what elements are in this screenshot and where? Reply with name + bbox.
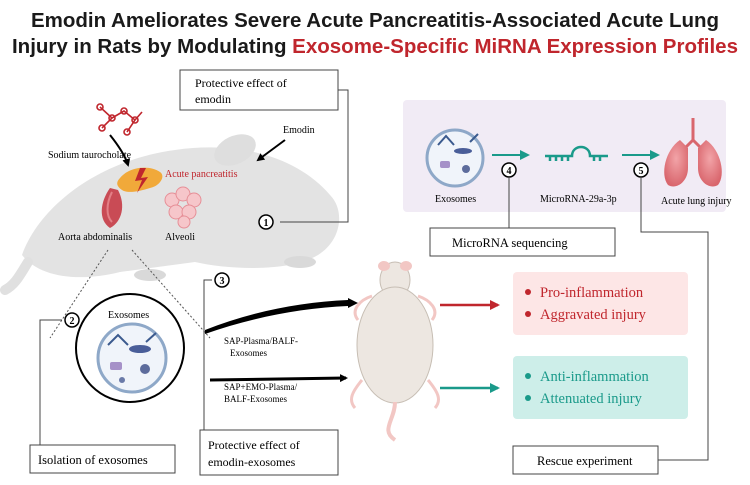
title-line-2: Injury in Rats by Modulating Exosome-Spe… <box>12 35 738 58</box>
exosome-vesicle-icon <box>425 128 485 188</box>
svg-text:1: 1 <box>264 218 269 229</box>
alveoli-icon <box>164 186 202 229</box>
title-line-1: Emodin Ameliorates Severe Acute Pancreat… <box>31 9 719 32</box>
emodin-label: Emodin <box>283 125 315 136</box>
good-outcome-1: Anti-inflammation <box>540 369 649 385</box>
bad-outcome-2: Aggravated injury <box>540 307 647 323</box>
step-5-badge: 5 <box>633 162 649 178</box>
connector-step1 <box>280 89 349 223</box>
taurocholate-arrow <box>109 134 131 167</box>
step-3-badge: 3 <box>214 272 230 288</box>
rat-topdown-illustration <box>350 261 440 442</box>
sap-label-line1: SAP-Plasma/BALF- <box>224 336 298 346</box>
svg-text:2: 2 <box>70 316 75 327</box>
microrna-sequencing-label: MicroRNA sequencing <box>452 236 568 250</box>
rescue-experiment-box <box>512 445 659 475</box>
protective-effect-box <box>179 69 339 111</box>
sap-label-line2: Exosomes <box>230 348 267 358</box>
exosomes-zoom-circle <box>75 293 185 403</box>
sap-arrow <box>205 298 358 334</box>
exosomes-circle-label: Exosomes <box>108 310 149 321</box>
step-1-badge: 1 <box>258 214 274 230</box>
emodin-exo-line2: emodin-exosomes <box>208 455 296 469</box>
microrna-hairpin-icon <box>545 145 608 161</box>
step-4-badge: 4 <box>501 162 517 178</box>
svg-text:3: 3 <box>220 276 225 287</box>
microrna-sequencing-box <box>429 227 616 257</box>
zoom-lines <box>49 249 211 339</box>
emo-label-line2: BALF-Exosomes <box>224 394 287 404</box>
title-line-2-black: Injury in Rats by Modulating <box>12 35 292 58</box>
rescue-experiment-label: Rescue experiment <box>537 454 633 468</box>
isolation-box <box>29 444 176 474</box>
microrna-label: MicroRNA-29a-3p <box>540 194 617 205</box>
title-line-2-red: Exosome-Specific MiRNA Expression Profil… <box>292 35 738 58</box>
isolation-label: Isolation of exosomes <box>38 453 148 467</box>
acute-lung-injury-label: Acute lung injury <box>661 196 732 207</box>
svg-text:4: 4 <box>507 166 512 177</box>
emo-label-line1: SAP+EMO-Plasma/ <box>224 382 298 392</box>
connector-step5 <box>640 178 709 461</box>
sodium-taurocholate-molecule-icon <box>96 103 143 136</box>
emodin-exosomes-box <box>199 429 339 476</box>
emodin-arrow <box>256 139 286 162</box>
good-outcome-2: Attenuated injury <box>540 391 643 407</box>
bad-outcome-1: Pro-inflammation <box>540 285 644 301</box>
lungs-icon <box>664 118 722 187</box>
connector-step3 <box>203 279 212 430</box>
aorta-icon <box>101 188 123 228</box>
sodium-taurocholate-label: Sodium taurocholate <box>48 150 132 161</box>
bad-outcome-panel <box>513 272 688 335</box>
emodin-exo-line1: Protective effect of <box>208 438 300 452</box>
alveoli-label: Alveoli <box>165 232 195 243</box>
aorta-abdominalis-label: Aorta abdominalis <box>58 232 132 243</box>
connector-step2 <box>39 319 62 445</box>
step-2-badge: 2 <box>64 312 80 328</box>
good-outcome-panel <box>513 356 688 419</box>
acute-pancreatitis-label: Acute pancreatitis <box>165 169 238 180</box>
protective-effect-line1: Protective effect of <box>195 76 287 90</box>
emo-arrow <box>209 374 348 383</box>
exosomes-top-label: Exosomes <box>435 194 476 205</box>
svg-text:5: 5 <box>639 166 644 177</box>
protective-effect-line2: emodin <box>195 92 231 106</box>
pancreas-icon <box>117 167 163 193</box>
